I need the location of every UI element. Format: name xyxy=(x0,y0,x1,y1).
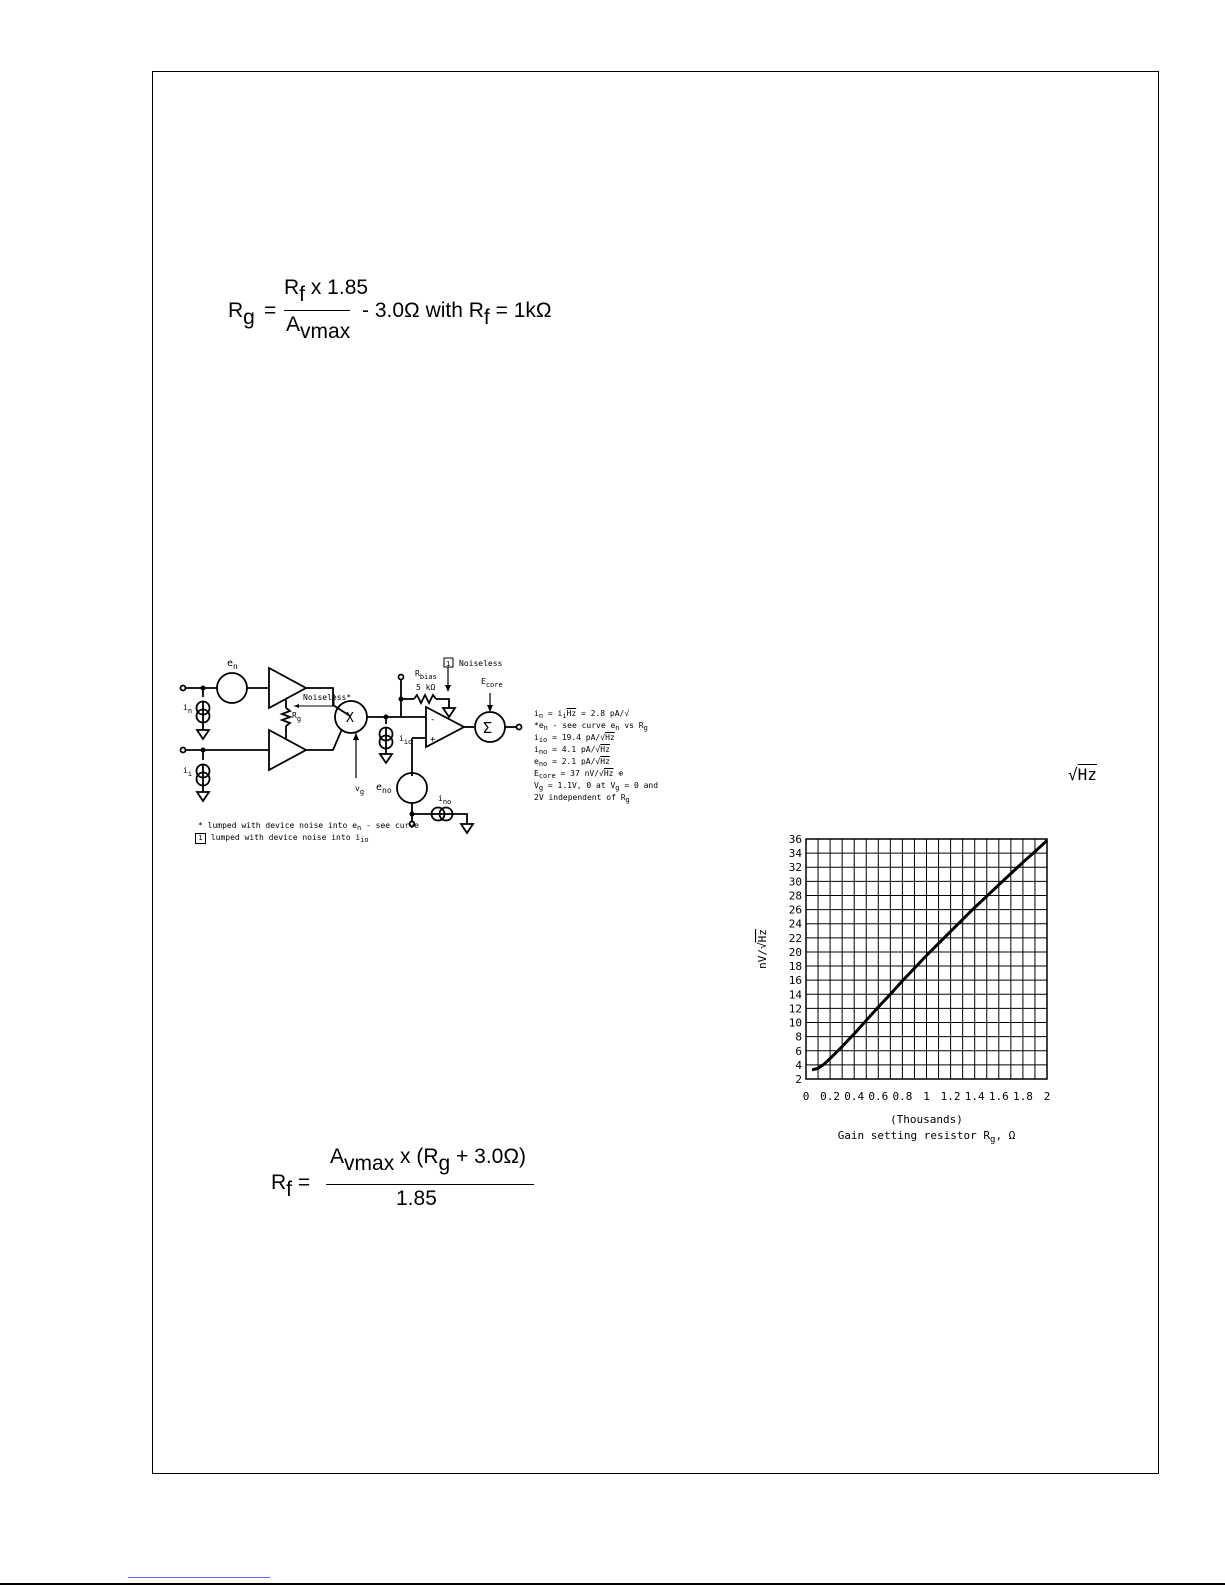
y-tick-label: 4 xyxy=(795,1059,802,1072)
schematic-note-line: eno = 2.1 pA/√Hz xyxy=(534,757,610,768)
opamp xyxy=(425,705,466,749)
ground-icon xyxy=(195,729,211,741)
ground-icon xyxy=(459,823,475,835)
x-axis-label-line2: Gain setting resistor Rg, Ω xyxy=(838,1129,1016,1145)
x-tick-label: 1.8 xyxy=(1013,1090,1033,1103)
label-ii: ii xyxy=(183,766,192,778)
resistor-rbias xyxy=(413,692,437,706)
label-iio: iio xyxy=(399,734,412,746)
legend-box: 1 lumped with device noise into iio xyxy=(195,832,369,846)
y-tick-label: 28 xyxy=(789,889,802,902)
schematic-note-line: *en - see curve en vs Rg xyxy=(534,721,648,732)
x-tick-label: 0.6 xyxy=(868,1090,888,1103)
schematic-note-line: Ecore = 37 nV/√Hz ⊕ xyxy=(534,769,624,780)
x-tick-label: 1.4 xyxy=(965,1090,985,1103)
input-terminal-bottom xyxy=(179,746,187,754)
schematic-note-line: ino = 4.1 pA/√Hz xyxy=(534,745,610,756)
y-tick-label: 16 xyxy=(789,974,802,987)
rf-denominator: 1.85 xyxy=(396,1187,437,1210)
label-minus: - xyxy=(430,715,435,725)
label-sigma: Σ xyxy=(483,719,492,737)
rg-tail: - 3.0Ω with Rf = 1kΩ xyxy=(362,299,552,329)
x-axis-label-line1: (Thousands) xyxy=(890,1113,963,1126)
y-tick-label: 12 xyxy=(789,1002,802,1015)
y-tick-label: 32 xyxy=(789,861,802,874)
output-terminal xyxy=(515,723,523,731)
x-tick-label: 0.2 xyxy=(820,1090,840,1103)
y-tick-label: 30 xyxy=(789,875,802,888)
x-tick-label: 0 xyxy=(803,1090,810,1103)
rg-numerator: Rf x 1.85 xyxy=(284,276,369,306)
input-terminal-top xyxy=(179,684,187,692)
y-tick-label: 36 xyxy=(789,833,802,846)
noise-model-schematic: en in ii Rg Noiseless* X vg Rbias 5 kΩ 1… xyxy=(179,657,523,835)
rg-fraction-bar xyxy=(284,310,350,311)
x-tick-label: 1 xyxy=(923,1090,930,1103)
rf-fraction-bar xyxy=(326,1184,534,1185)
y-tick-label: 34 xyxy=(789,847,803,860)
ground-icon xyxy=(378,753,394,765)
x-tick-label: 2 xyxy=(1044,1090,1051,1103)
y-axis-label: nV/√Hz xyxy=(756,929,769,969)
sqrt-hz-label: √Hz xyxy=(1068,765,1097,784)
y-tick-label: 6 xyxy=(795,1045,802,1058)
label-ino: ino xyxy=(438,794,451,806)
schematic-note-line: Vg = 1.1V, 0 at Vg = 0 and xyxy=(534,781,659,792)
x-tick-label: 0.8 xyxy=(892,1090,912,1103)
y-tick-label: 8 xyxy=(795,1031,802,1044)
label-in: in xyxy=(183,703,192,715)
y-tick-label: 10 xyxy=(789,1017,802,1030)
rg-equals: = xyxy=(264,299,277,322)
y-tick-label: 24 xyxy=(789,918,803,931)
rg-lhs: Rg xyxy=(228,299,255,329)
y-tick-label: 14 xyxy=(789,988,803,1001)
buffer-amp-top xyxy=(268,666,308,710)
x-tick-label: 1.2 xyxy=(941,1090,961,1103)
rf-numerator: Avmax x (Rg + 3.0Ω) xyxy=(330,1145,527,1175)
voltage-source-eno xyxy=(396,772,428,804)
y-tick-label: 26 xyxy=(789,904,802,917)
plot-frame xyxy=(805,838,1048,1080)
ground-icon xyxy=(195,791,211,803)
footer-rule xyxy=(0,1583,1225,1585)
label-ecore: Ecore xyxy=(481,677,503,689)
legend-star: * lumped with device noise into en - see… xyxy=(198,821,419,832)
schematic-note-line: iio = 19.4 pA/√Hz xyxy=(534,733,615,744)
label-rbias: Rbias xyxy=(415,669,437,681)
label-en: en xyxy=(227,658,238,671)
label-rg: Rg xyxy=(292,711,301,723)
label-plus: + xyxy=(430,735,436,745)
label-noiseless-star: Noiseless* xyxy=(303,693,351,702)
y-tick-label: 18 xyxy=(789,960,802,973)
rf-lhs: Rf = xyxy=(271,1171,311,1201)
y-tick-label: 20 xyxy=(789,946,802,959)
resistor-rg xyxy=(279,707,293,727)
ground-icon xyxy=(441,707,457,719)
label-rbias-value: 5 kΩ xyxy=(416,683,435,692)
bias-terminal xyxy=(397,673,405,681)
schematic-note-line: in = iiHz = 2.8 pA/√ xyxy=(534,709,630,720)
label-box-num: 1 xyxy=(446,660,450,668)
series-line xyxy=(811,839,1049,1072)
rg-denominator: Avmax xyxy=(286,313,351,343)
x-tick-label: 0.4 xyxy=(844,1090,864,1103)
label-multiplier: X xyxy=(346,711,354,726)
label-eno: eno xyxy=(376,782,392,795)
page-frame xyxy=(152,71,1159,1474)
y-tick-label: 22 xyxy=(789,932,802,945)
schematic-note-line: 2V independent of Rg xyxy=(534,793,630,804)
y-tick-label: 2 xyxy=(795,1073,802,1086)
label-noiseless: Noiseless xyxy=(459,659,503,668)
buffer-amp-bottom xyxy=(268,728,308,772)
x-tick-label: 1.6 xyxy=(989,1090,1009,1103)
footer-link-underline[interactable] xyxy=(128,1577,270,1578)
voltage-source-en xyxy=(216,672,248,704)
label-vg: vg xyxy=(355,784,364,796)
